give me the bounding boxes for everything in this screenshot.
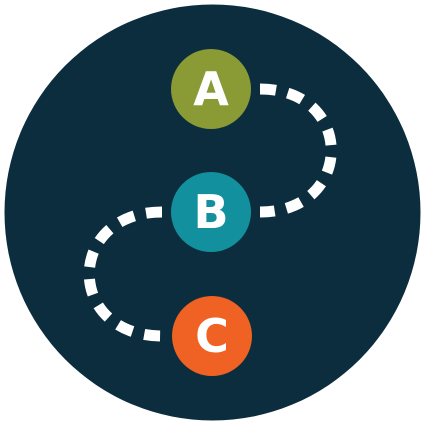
node-a: A — [171, 49, 251, 129]
connector-b-c — [83, 206, 163, 342]
connector-a-b — [259, 83, 337, 218]
node-b: B — [171, 172, 251, 252]
node-c-label: C — [195, 309, 229, 363]
node-c: C — [172, 296, 252, 376]
node-a-circle — [171, 49, 251, 129]
node-c-circle — [172, 296, 252, 376]
node-b-label: B — [193, 185, 228, 239]
node-a-label: A — [193, 62, 229, 116]
node-b-circle — [171, 172, 251, 252]
